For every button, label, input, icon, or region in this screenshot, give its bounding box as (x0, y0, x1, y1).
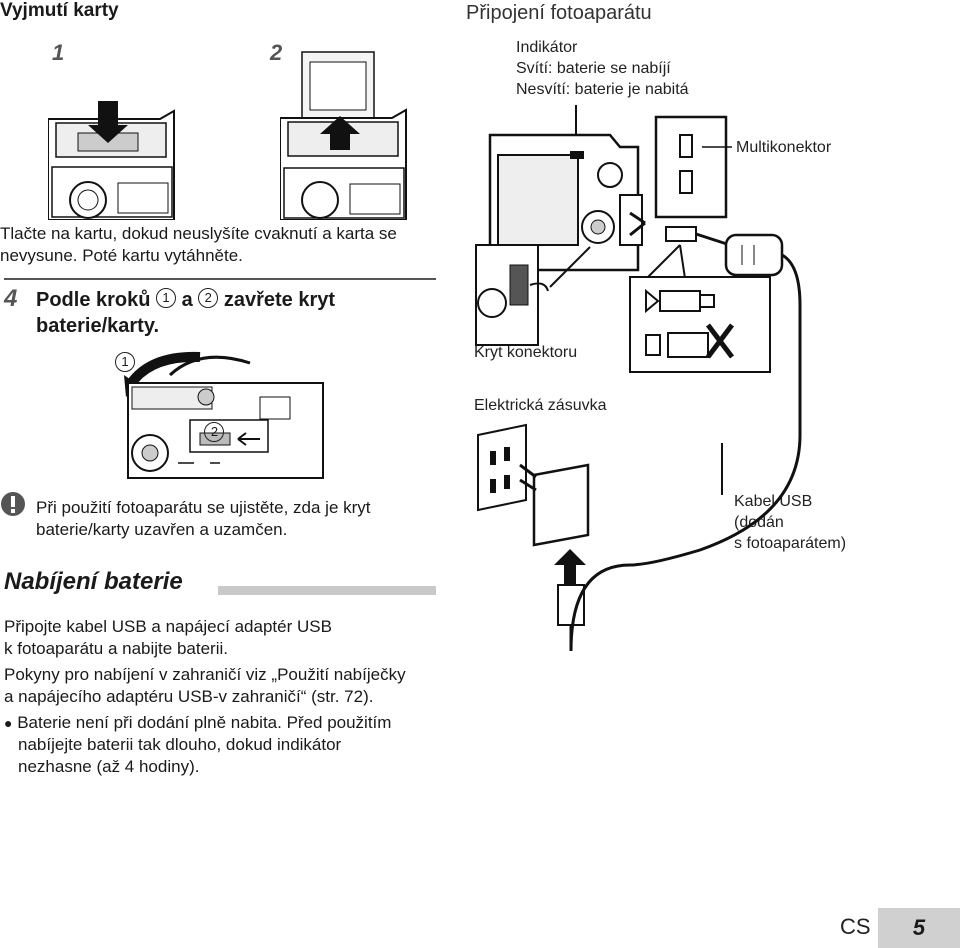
section-heading-card-removal: Vyjmutí karty (0, 0, 119, 21)
indicator-label: Indikátor Svítí: baterie se nabíjí Nesví… (516, 37, 689, 100)
bullet-dot-icon: ● (4, 715, 13, 731)
step-4-text-line2: baterie/karty. (36, 315, 160, 337)
card-instruction-line-2: nevysune. Poté kartu vytáhněte. (0, 246, 243, 265)
section-title-charging: Nabíjení baterie (4, 568, 183, 595)
caution-line-1: Při použití fotoaparátu se ujistěte, zda… (36, 498, 371, 517)
footer-language: CS (840, 914, 871, 939)
step-2-number: 2 (270, 40, 283, 65)
section-heading-camera-connection: Připojení fotoaparátu (466, 2, 652, 24)
para2-line-1: Pokyny pro nabíjení v zahraničí viz „Pou… (4, 665, 406, 684)
page-number: 5 (878, 908, 960, 948)
figure-marker-2: 2 (204, 422, 225, 442)
para2-line-2: a napájecího adaptéru USB-v zahraničí“ (… (4, 687, 374, 706)
step4-rule (4, 278, 436, 280)
battery-cover-illustration (124, 351, 324, 479)
bullet-text-1: Baterie není při dodání plně nabita. Pře… (17, 713, 392, 732)
step-marker-1: 1 (156, 287, 177, 308)
usb-cable-line-3: s fotoaparátem) (734, 535, 847, 552)
step-4-text-b: a (181, 289, 193, 311)
bullet-line-2: nabíjejte baterii tak dlouho, dokud indi… (18, 735, 342, 754)
caution-icon (1, 492, 25, 516)
charging-paragraph-1: Připojte kabel USB a napájecí adaptér US… (4, 616, 332, 660)
step-4-number: 4 (4, 285, 18, 312)
usb-cable-label: Kabel USB (dodán s fotoaparátem) (734, 491, 846, 554)
card-instruction-line-1: Tlačte na kartu, dokud neuslyšíte cvaknu… (0, 224, 397, 243)
card-eject-illustration (280, 51, 407, 220)
para1-line-1: Připojte kabel USB a napájecí adaptér US… (4, 617, 332, 636)
caution-text: Při použití fotoaparátu se ujistěte, zda… (36, 497, 371, 541)
charging-paragraph-2: Pokyny pro nabíjení v zahraničí viz „Pou… (4, 664, 406, 708)
para1-line-2: k fotoaparátu a nabijte baterii. (4, 639, 228, 658)
caution-line-2: baterie/karty uzavřen a uzamčen. (36, 520, 288, 539)
bullet-line-3: nezhasne (až 4 hodiny). (18, 757, 200, 776)
indicator-line-2: Svítí: baterie se nabíjí (516, 60, 671, 77)
multiconnector-label: Multikonektor (736, 139, 832, 156)
section-title-bar (218, 586, 436, 595)
card-push-illustration (48, 101, 175, 220)
figure-marker-1: 1 (115, 352, 135, 372)
step-4-heading: Podle kroků 1 a 2 zavřete kryt baterie/k… (36, 287, 335, 339)
charging-bullet: ● Baterie není při dodání plně nabita. P… (4, 712, 391, 778)
indicator-line-3: Nesvítí: baterie je nabitá (516, 81, 689, 98)
step-1-number: 1 (52, 40, 65, 65)
camera-connection-diagram (475, 105, 802, 652)
outlet-label: Elektrická zásuvka (474, 397, 607, 414)
step-4-text-c: zavřete kryt (223, 289, 336, 311)
bullet-line-1: ● Baterie není při dodání plně nabita. P… (4, 712, 391, 734)
usb-cable-line-1: Kabel USB (734, 493, 813, 510)
step-marker-2: 2 (198, 287, 219, 308)
card-instruction: Tlačte na kartu, dokud neuslyšíte cvaknu… (0, 223, 397, 267)
step-4-text-a: Podle kroků (36, 289, 151, 311)
connector-cover-label: Kryt konektoru (474, 344, 578, 361)
indicator-line-1: Indikátor (516, 39, 578, 56)
